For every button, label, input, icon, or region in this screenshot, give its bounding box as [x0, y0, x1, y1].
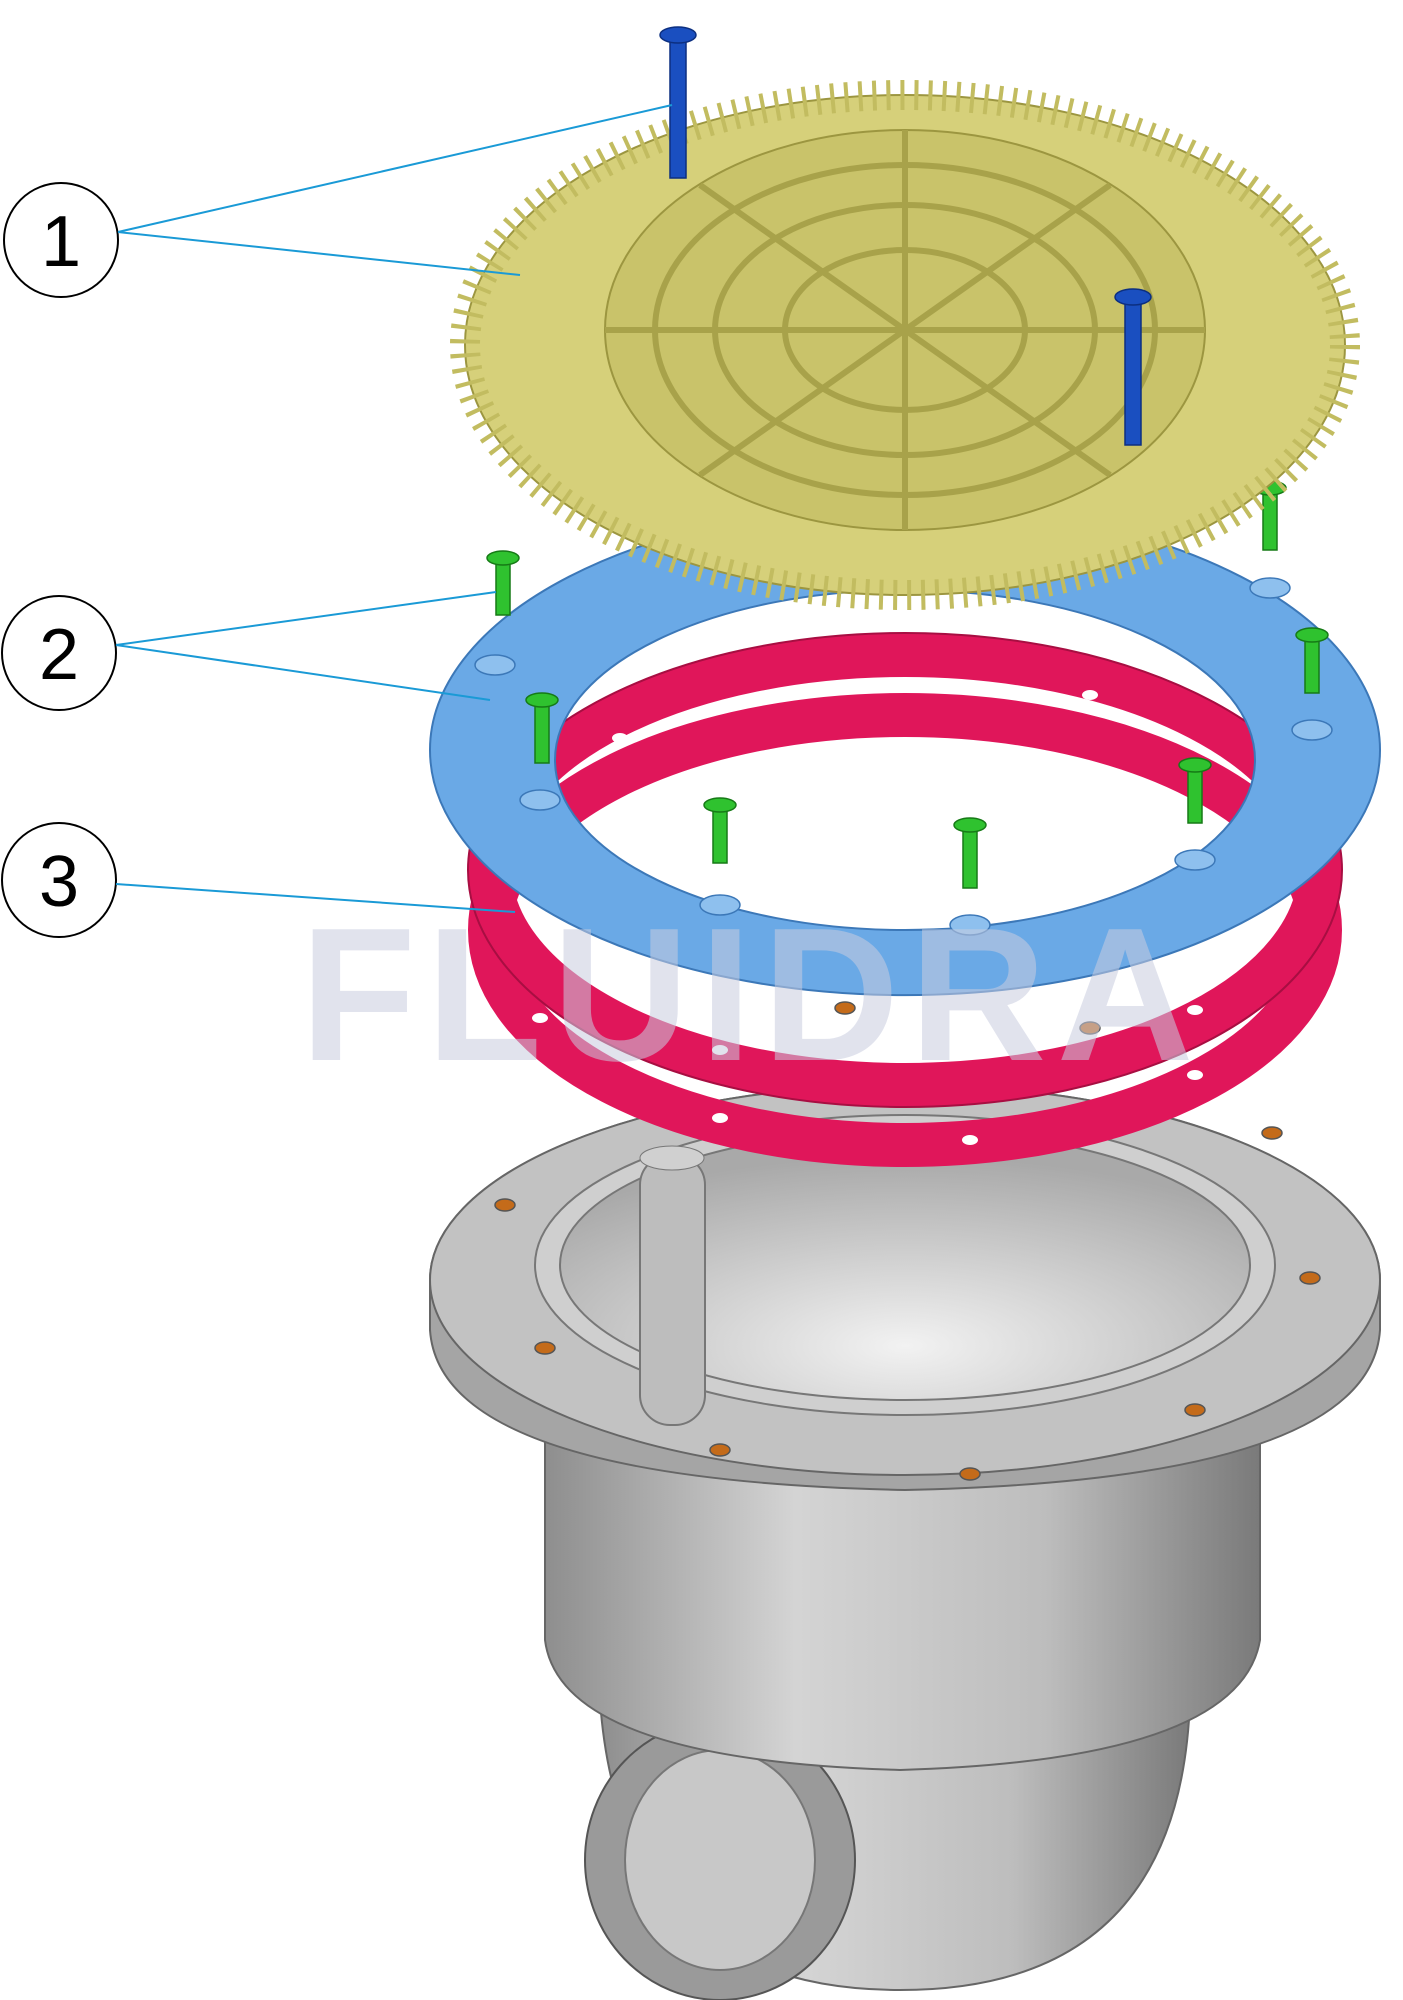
leader-line — [117, 231, 521, 276]
leader-line — [117, 104, 673, 233]
callout-label: 3 — [39, 842, 79, 922]
blue-screws — [659, 26, 1152, 446]
clamping-ring — [428, 504, 1382, 996]
callout-1: 1 — [3, 104, 673, 298]
callout-label: 2 — [39, 615, 79, 695]
leader-line — [115, 644, 491, 701]
body-screw-holes — [494, 1001, 1321, 1481]
callout-label: 1 — [41, 202, 81, 282]
body-post — [639, 1154, 706, 1426]
watermark: FLUIDRA — [300, 889, 1204, 1101]
ring-screw-holes — [474, 577, 1333, 936]
leader-line — [115, 883, 516, 913]
drain-body — [429, 1001, 1381, 2000]
callout-2: 2 — [1, 591, 497, 711]
callout-3: 3 — [1, 822, 516, 938]
leader-line — [115, 591, 497, 646]
grate-cover — [450, 80, 1360, 610]
